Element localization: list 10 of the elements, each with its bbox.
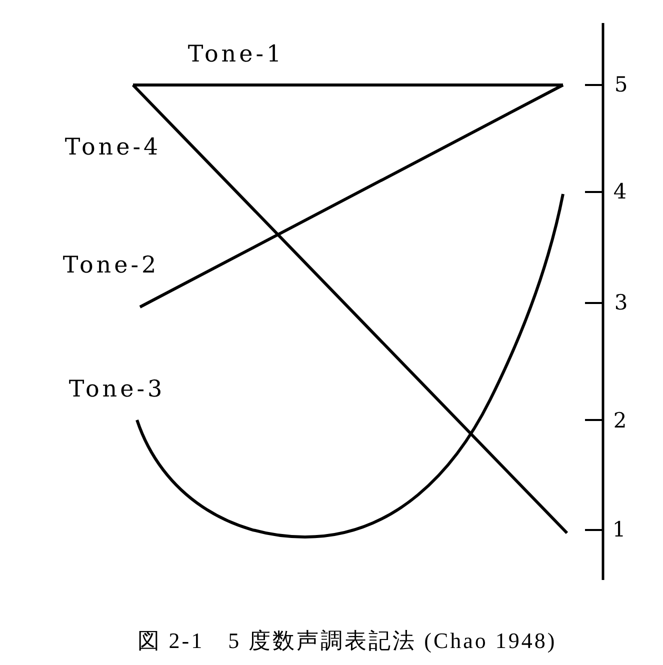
- tone-label: Tone-1: [188, 44, 284, 66]
- tone-label: Tone-4: [64, 136, 162, 160]
- scale-number: 2: [613, 410, 627, 432]
- tone-label: Tone-2: [62, 254, 160, 278]
- scale-number: 3: [614, 292, 628, 314]
- scale-number: 1: [612, 520, 626, 540]
- figure-caption: 図 2-1 5 度数声調表記法 (Chao 1948): [137, 630, 557, 652]
- scale-number: 4: [613, 182, 627, 202]
- tone-label: Tone-3: [68, 378, 166, 402]
- scale-number: 5: [614, 74, 628, 96]
